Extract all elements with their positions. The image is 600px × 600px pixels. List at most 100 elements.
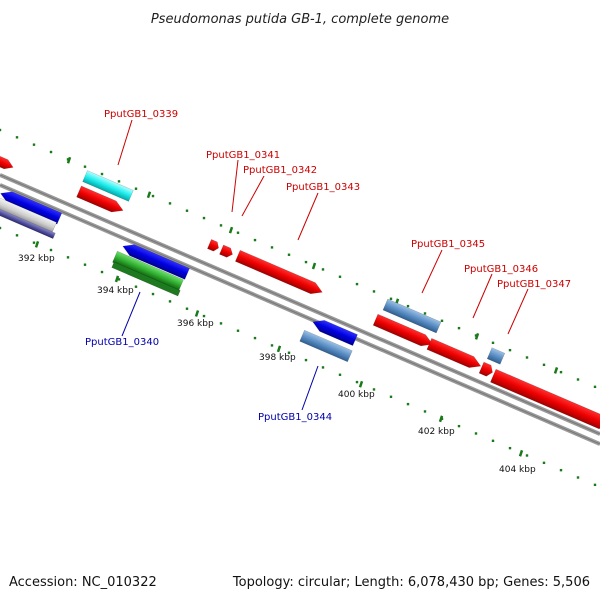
tick-label-400: 400 kbp bbox=[338, 390, 375, 400]
gene-feature-0344-steel-shape bbox=[299, 329, 353, 363]
backbone-line-inner-core bbox=[0, 184, 600, 445]
inner-track-dot bbox=[168, 300, 172, 303]
outer-track-dot bbox=[440, 319, 444, 322]
outer-track-dot bbox=[49, 150, 53, 154]
inner-track-dot bbox=[202, 314, 206, 318]
gene-feature-0345-red-shape bbox=[372, 313, 433, 347]
outer-track-dot bbox=[32, 143, 36, 146]
outer-tick-mark bbox=[474, 332, 480, 340]
outer-track-dot bbox=[219, 224, 223, 227]
gene-feature-0346-red bbox=[426, 338, 482, 368]
leader-line-0342 bbox=[241, 175, 265, 217]
outer-track-dot bbox=[508, 348, 512, 352]
inner-track-dot bbox=[491, 439, 495, 443]
gene-feature-0345-steel-shape bbox=[382, 298, 442, 334]
leader-line-0347 bbox=[507, 288, 529, 335]
gene-labels: PputGB1_0339 PputGB1_0341 PputGB1_0342 P… bbox=[85, 109, 571, 423]
inner-track-dot bbox=[389, 395, 393, 398]
outer-track-dot bbox=[457, 326, 461, 330]
gene-feature-0344-steel bbox=[299, 329, 353, 363]
inner-track-dot bbox=[100, 270, 104, 274]
gene-feature-0346-steel bbox=[486, 347, 506, 365]
tick-label-392: 392 kbp bbox=[18, 254, 55, 264]
outer-tick-mark bbox=[146, 191, 152, 199]
outer-track-dot bbox=[406, 304, 410, 308]
outer-tick-mark bbox=[311, 262, 317, 270]
gene-label-0341[interactable]: PputGB1_0341 bbox=[206, 150, 280, 161]
gene-feature-0347-small-red-shape bbox=[478, 361, 493, 377]
inner-track-dot bbox=[270, 344, 274, 347]
inner-track-dot bbox=[576, 476, 580, 479]
inner-track-dot bbox=[66, 256, 70, 259]
inner-tick-mark bbox=[358, 380, 364, 388]
outer-track-dot bbox=[287, 253, 291, 256]
gene-feature-left-red-shape bbox=[0, 153, 14, 170]
gene-feature-0347-red bbox=[490, 368, 600, 430]
outer-track-dot bbox=[372, 290, 376, 293]
outer-tick-mark bbox=[66, 156, 72, 164]
gene-feature-0342 bbox=[219, 244, 233, 258]
leader-line-0343 bbox=[297, 192, 319, 241]
inner-track-dot bbox=[15, 234, 19, 237]
outer-track-dot bbox=[236, 231, 240, 234]
gene-feature-0344-blue bbox=[312, 320, 358, 346]
leader-line-0346 bbox=[472, 273, 493, 319]
inner-dotted-track bbox=[0, 226, 597, 487]
gene-label-0339[interactable]: PputGB1_0339 bbox=[104, 109, 178, 120]
outer-track-dot bbox=[270, 246, 274, 249]
outer-track-dot bbox=[168, 202, 172, 205]
gene-label-0342[interactable]: PputGB1_0342 bbox=[243, 165, 317, 176]
tick-label-394: 394 kbp bbox=[97, 286, 134, 296]
outer-track-dot bbox=[83, 165, 87, 168]
outer-track-dot bbox=[117, 180, 121, 183]
backbone-line-outer-core bbox=[0, 174, 600, 435]
inner-track-dot bbox=[474, 432, 478, 435]
inner-track-dot bbox=[287, 351, 291, 354]
inner-track-dot bbox=[151, 292, 155, 296]
outer-track-dot bbox=[253, 238, 257, 242]
gene-feature-0340-green-dark-shape bbox=[111, 261, 181, 297]
inner-track-dot bbox=[219, 322, 223, 325]
outer-track-dot bbox=[593, 385, 597, 389]
gene-feature-0345-steel bbox=[382, 298, 442, 334]
gene-label-0343[interactable]: PputGB1_0343 bbox=[286, 182, 360, 193]
outer-track-dot bbox=[134, 187, 138, 190]
inner-track-dot bbox=[49, 248, 53, 252]
outer-track-dot bbox=[304, 260, 308, 264]
inner-track-dot bbox=[457, 424, 461, 428]
outer-track-dot bbox=[355, 282, 359, 286]
gene-feature-0343 bbox=[235, 249, 323, 295]
gene-label-0347[interactable]: PputGB1_0347 bbox=[497, 279, 571, 290]
gene-feature-0340-blue bbox=[122, 244, 190, 280]
outer-track-dot bbox=[0, 128, 2, 132]
gene-feature-0342-shape bbox=[219, 244, 233, 258]
gene-label-0340[interactable]: PputGB1_0340 bbox=[85, 337, 159, 348]
gene-feature-0339-red-shape bbox=[76, 185, 124, 213]
outer-track-dot bbox=[423, 312, 427, 315]
outer-track-dot bbox=[202, 216, 206, 220]
outer-track-dot bbox=[338, 275, 342, 278]
inner-track-dot bbox=[304, 358, 308, 362]
inner-track-dot bbox=[83, 263, 87, 266]
outer-dotted-track bbox=[0, 128, 597, 389]
inner-track-dot bbox=[542, 461, 546, 465]
gene-label-0344[interactable]: PputGB1_0344 bbox=[258, 412, 332, 423]
gene-feature-0346-red-shape bbox=[426, 338, 482, 368]
leader-line-0344 bbox=[301, 365, 319, 411]
inner-track-dot bbox=[134, 285, 138, 288]
inner-track-dot bbox=[372, 388, 376, 391]
inner-tick-mark bbox=[438, 415, 444, 423]
gene-feature-0339-cyan-shape bbox=[82, 170, 134, 202]
genome-summary-text: Topology: circular; Length: 6,078,430 bp… bbox=[232, 575, 590, 590]
inner-tick-mark bbox=[276, 345, 282, 353]
gene-feature-left-blue-shape bbox=[0, 191, 63, 225]
gene-label-lines bbox=[117, 119, 529, 411]
inner-track-dot bbox=[0, 226, 2, 230]
gene-label-0345[interactable]: PputGB1_0345 bbox=[411, 239, 485, 250]
gene-feature-0343-shape bbox=[235, 249, 323, 295]
inner-track-dot bbox=[117, 278, 121, 281]
inner-track-dot bbox=[406, 402, 410, 406]
inner-tick-mark bbox=[518, 449, 524, 457]
gene-label-0346[interactable]: PputGB1_0346 bbox=[464, 264, 538, 275]
